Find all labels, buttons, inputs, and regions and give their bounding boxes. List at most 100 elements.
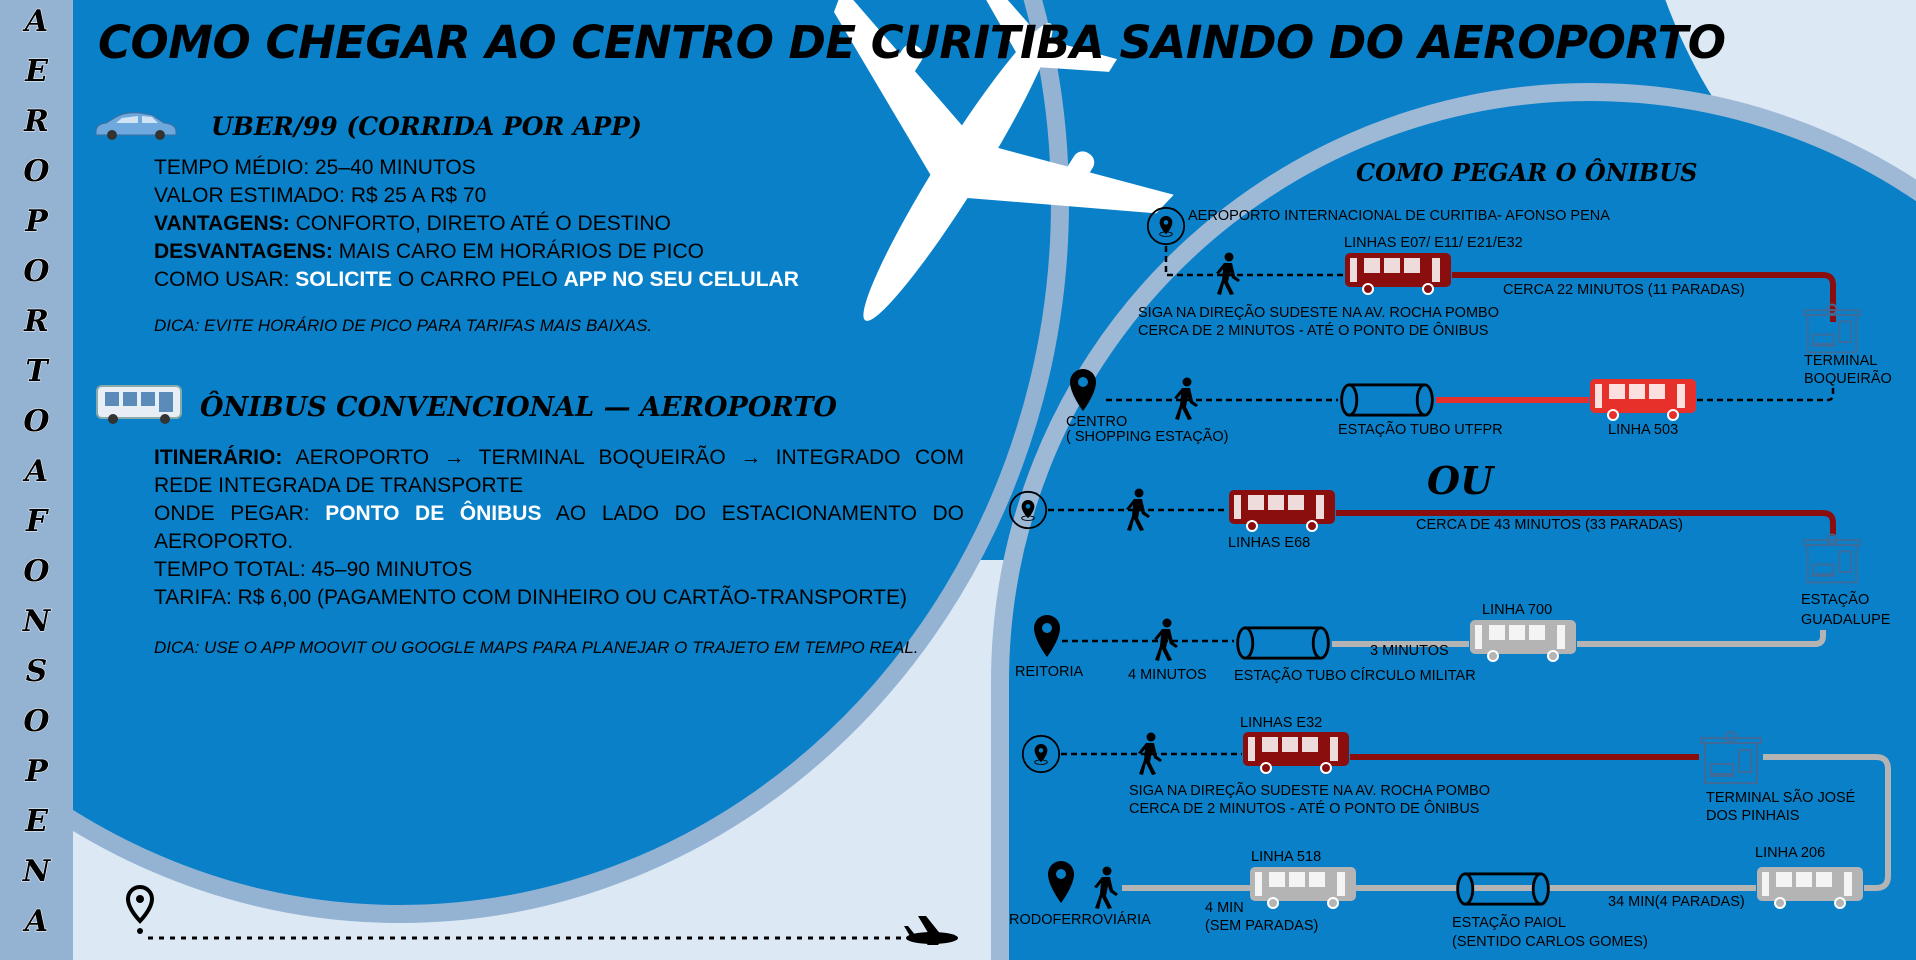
- terminal-sao-jose-1: TERMINAL SÃO JOSÉ: [1706, 790, 1856, 806]
- route5-walk-time: CERCA DE 2 MINUTOS - ATÉ O PONTO DE ÔNIB…: [1129, 801, 1480, 817]
- bus-icon-e68: [1228, 489, 1336, 532]
- bus-icon-700: [1469, 619, 1577, 662]
- route5-walk-direction: SIGA NA DIREÇÃO SUDESTE NA AV. ROCHA POM…: [1129, 783, 1490, 799]
- app-highlight: APP NO SEU CELULAR: [563, 268, 799, 291]
- howto-label: COMO USAR:: [154, 268, 296, 291]
- uber-time: TEMPO MÉDIO: 25–40 MINUTOS: [154, 156, 476, 179]
- vertical-title-letter: F: [25, 504, 48, 540]
- pros-text: CONFORTO, DIRETO ATÉ O DESTINO: [289, 212, 671, 235]
- uber-howto: COMO USAR: SOLICITE O CARRO PELO APP NO …: [154, 266, 799, 294]
- route6-duration1: 4 MIN: [1205, 900, 1244, 916]
- vertical-title-letter: A: [24, 904, 49, 940]
- panel-heading: COMO PEGAR O ÔNIBUS: [1356, 158, 1698, 187]
- line-518: LINHA 518: [1251, 849, 1322, 865]
- vertical-title-letter: O: [23, 554, 50, 590]
- bus-icon-e32: [1242, 731, 1350, 774]
- vertical-title-letter: R: [24, 104, 50, 140]
- dest-shopping: ( SHOPPING ESTAÇÃO): [1066, 429, 1229, 445]
- uber-details: TEMPO MÉDIO: 25–40 MINUTOS VALOR ESTIMAD…: [154, 154, 799, 340]
- line-206: LINHA 206: [1755, 845, 1826, 861]
- bus-details: ITINERÁRIO: AEROPORTO → TERMINAL BOQUEIR…: [154, 444, 964, 662]
- route4-walk: 4 MINUTOS: [1128, 667, 1207, 683]
- vertical-title-letter: N: [22, 604, 51, 640]
- howto-text: O CARRO PELO: [392, 268, 564, 291]
- cons-label: DESVANTAGENS:: [154, 240, 333, 263]
- vertical-title-letter: T: [25, 354, 48, 390]
- location-pin-icon: [1034, 615, 1060, 657]
- bus-route-panel: [991, 83, 1916, 960]
- route1-walk-time: CERCA DE 2 MINUTOS - ATÉ O PONTO DE ÔNIB…: [1138, 323, 1489, 339]
- fare: TARIFA: R$ 6,00 (PAGAMENTO COM DINHEIRO …: [154, 586, 907, 609]
- journey-line: [125, 885, 958, 945]
- dest-centro: CENTRO: [1066, 414, 1128, 430]
- bus-tip: DICA: USE O APP MOOVIT OU GOOGLE MAPS PA…: [154, 638, 919, 657]
- where-text: AO LADO DO ESTACIONAMENTO DO AEROPORTO.: [154, 502, 964, 553]
- bus-icon: [96, 385, 182, 424]
- vertical-title-letter: A: [24, 454, 49, 490]
- location-pin-icon: [1070, 369, 1096, 411]
- dest-reitoria: REITORIA: [1015, 664, 1084, 680]
- where-label: ONDE PEGAR:: [154, 502, 326, 525]
- uber-price: VALOR ESTIMADO: R$ 25 A R$ 70: [154, 184, 487, 207]
- uber-tip: DICA: EVITE HORÁRIO DE PICO PARA TARIFAS…: [154, 316, 653, 335]
- vertical-title-letter: R: [24, 304, 50, 340]
- vertical-title-letter: N: [22, 854, 51, 890]
- vertical-title-letter: O: [23, 404, 50, 440]
- itinerary-label: ITINERÁRIO:: [154, 446, 283, 469]
- walking-person-icon: [1094, 866, 1118, 909]
- route1-duration: CERCA 22 MINUTOS (11 PARADAS): [1503, 282, 1745, 298]
- route5-lines: LINHAS E32: [1240, 715, 1323, 731]
- small-plane-icon: [904, 916, 958, 945]
- tube-paiol: ESTAÇÃO PAIOL: [1452, 915, 1566, 931]
- where-to-board: ONDE PEGAR: PONTO DE ÔNIBUS AO LADO DO E…: [154, 500, 964, 556]
- station-guadalupe-1: ESTAÇÃO: [1801, 592, 1870, 608]
- bus-icon-503: [1589, 378, 1697, 421]
- bus-icon-518: [1249, 866, 1357, 909]
- bus-icon-206: [1756, 866, 1864, 909]
- bus-icon-e07: [1344, 252, 1452, 295]
- terminal-icon: [1700, 731, 1762, 784]
- route6-duration2: 34 MIN(4 PARADAS): [1608, 894, 1745, 910]
- terminal-icon: [1802, 533, 1862, 584]
- pros-label: VANTAGENS:: [154, 212, 290, 235]
- tube-circulo-militar: ESTAÇÃO TUBO CÍRCULO MILITAR: [1234, 668, 1476, 684]
- terminal-boqueirao-2: BOQUEIRÃO: [1804, 371, 1892, 387]
- bus-heading: ÔNIBUS CONVENCIONAL — AEROPORTO: [200, 392, 837, 423]
- tube-station-icon: [1340, 383, 1434, 417]
- vertical-title-letter: P: [25, 204, 49, 240]
- total-time: TEMPO TOTAL: 45–90 MINUTOS: [154, 558, 473, 581]
- origin-airport: AEROPORTO INTERNACIONAL DE CURITIBA- AFO…: [1188, 208, 1610, 224]
- route4-duration: 3 MINUTOS: [1370, 643, 1449, 659]
- vertical-title-letter: S: [25, 654, 48, 690]
- line-503: LINHA 503: [1608, 422, 1679, 438]
- itinerary: ITINERÁRIO: AEROPORTO → TERMINAL BOQUEIR…: [154, 444, 964, 500]
- vertical-title-letter: E: [25, 54, 49, 90]
- route3-duration: CERCA DE 43 MINUTOS (33 PARADAS): [1416, 517, 1683, 533]
- vertical-title-letter: P: [25, 754, 49, 790]
- or-separator: OU: [1427, 458, 1494, 503]
- car-icon: [95, 112, 177, 140]
- solicite-highlight: SOLICITE: [295, 268, 393, 291]
- page-title: COMO CHEGAR AO CENTRO DE CURITIBA SAINDO…: [98, 16, 1726, 69]
- vertical-title-letter: A: [24, 4, 49, 40]
- location-pin-icon: [1048, 861, 1074, 903]
- station-guadalupe-2: GUADALUPE: [1801, 612, 1891, 628]
- itinerary-text: AEROPORTO → TERMINAL BOQUEIRÃO → INTEGRA…: [154, 446, 964, 497]
- terminal-sao-jose-2: DOS PINHAIS: [1706, 808, 1800, 824]
- tube-station-icon: [1236, 626, 1330, 660]
- tube-paiol-direction: (SENTIDO CARLOS GOMES): [1452, 934, 1648, 950]
- route1-lines: LINHAS E07/ E11/ E21/E32: [1344, 235, 1523, 251]
- route6-stops1: (SEM PARADAS): [1205, 918, 1319, 934]
- vertical-title-letter: O: [23, 704, 50, 740]
- uber-pros: VANTAGENS: CONFORTO, DIRETO ATÉ O DESTIN…: [154, 210, 799, 238]
- bus-stop-highlight: PONTO DE ÔNIBUS: [325, 502, 542, 525]
- line-700: LINHA 700: [1482, 602, 1553, 618]
- tube-utfpr: ESTAÇÃO TUBO UTFPR: [1338, 422, 1503, 438]
- uber-cons: DESVANTAGENS: MAIS CARO EM HORÁRIOS DE P…: [154, 238, 799, 266]
- vertical-title-letter: O: [23, 154, 50, 190]
- cons-text: MAIS CARO EM HORÁRIOS DE PICO: [332, 240, 704, 263]
- uber-heading: UBER/99 (CORRIDA POR APP): [211, 112, 642, 141]
